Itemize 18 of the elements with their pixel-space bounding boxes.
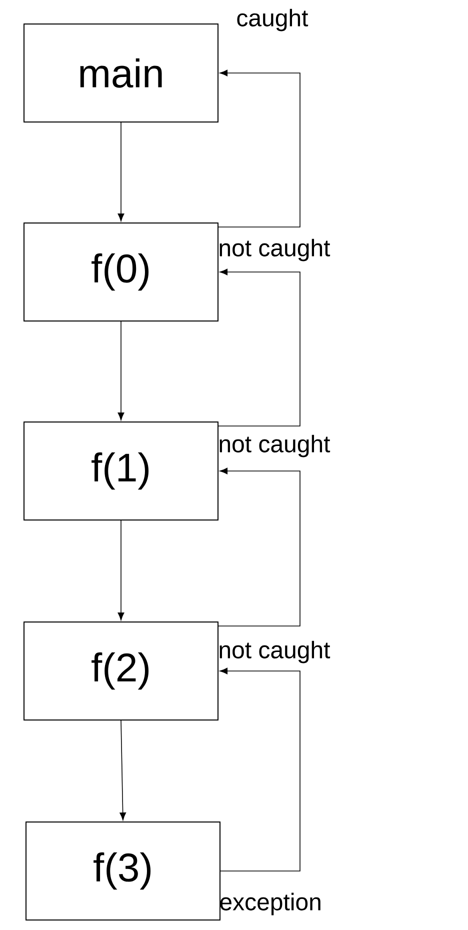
process-box: f(3) [26, 822, 220, 920]
status-label: not caught [220, 238, 330, 262]
process-box: f(2) [24, 622, 218, 720]
arrow [120, 720, 126, 820]
process-box: main [24, 24, 218, 123]
status-label: not caught [220, 434, 330, 458]
status-label: caught [237, 8, 308, 32]
process-box: f(0) [24, 222, 218, 322]
arrow [218, 268, 300, 426]
arrow [118, 122, 124, 222]
arrow [118, 321, 124, 420]
arrow [220, 668, 300, 872]
arrow [118, 520, 124, 620]
arrow [218, 468, 300, 626]
status-label: exception [220, 892, 320, 916]
process-box: f(1) [24, 422, 218, 520]
arrow [218, 70, 300, 228]
status-label: not caught [220, 640, 330, 664]
